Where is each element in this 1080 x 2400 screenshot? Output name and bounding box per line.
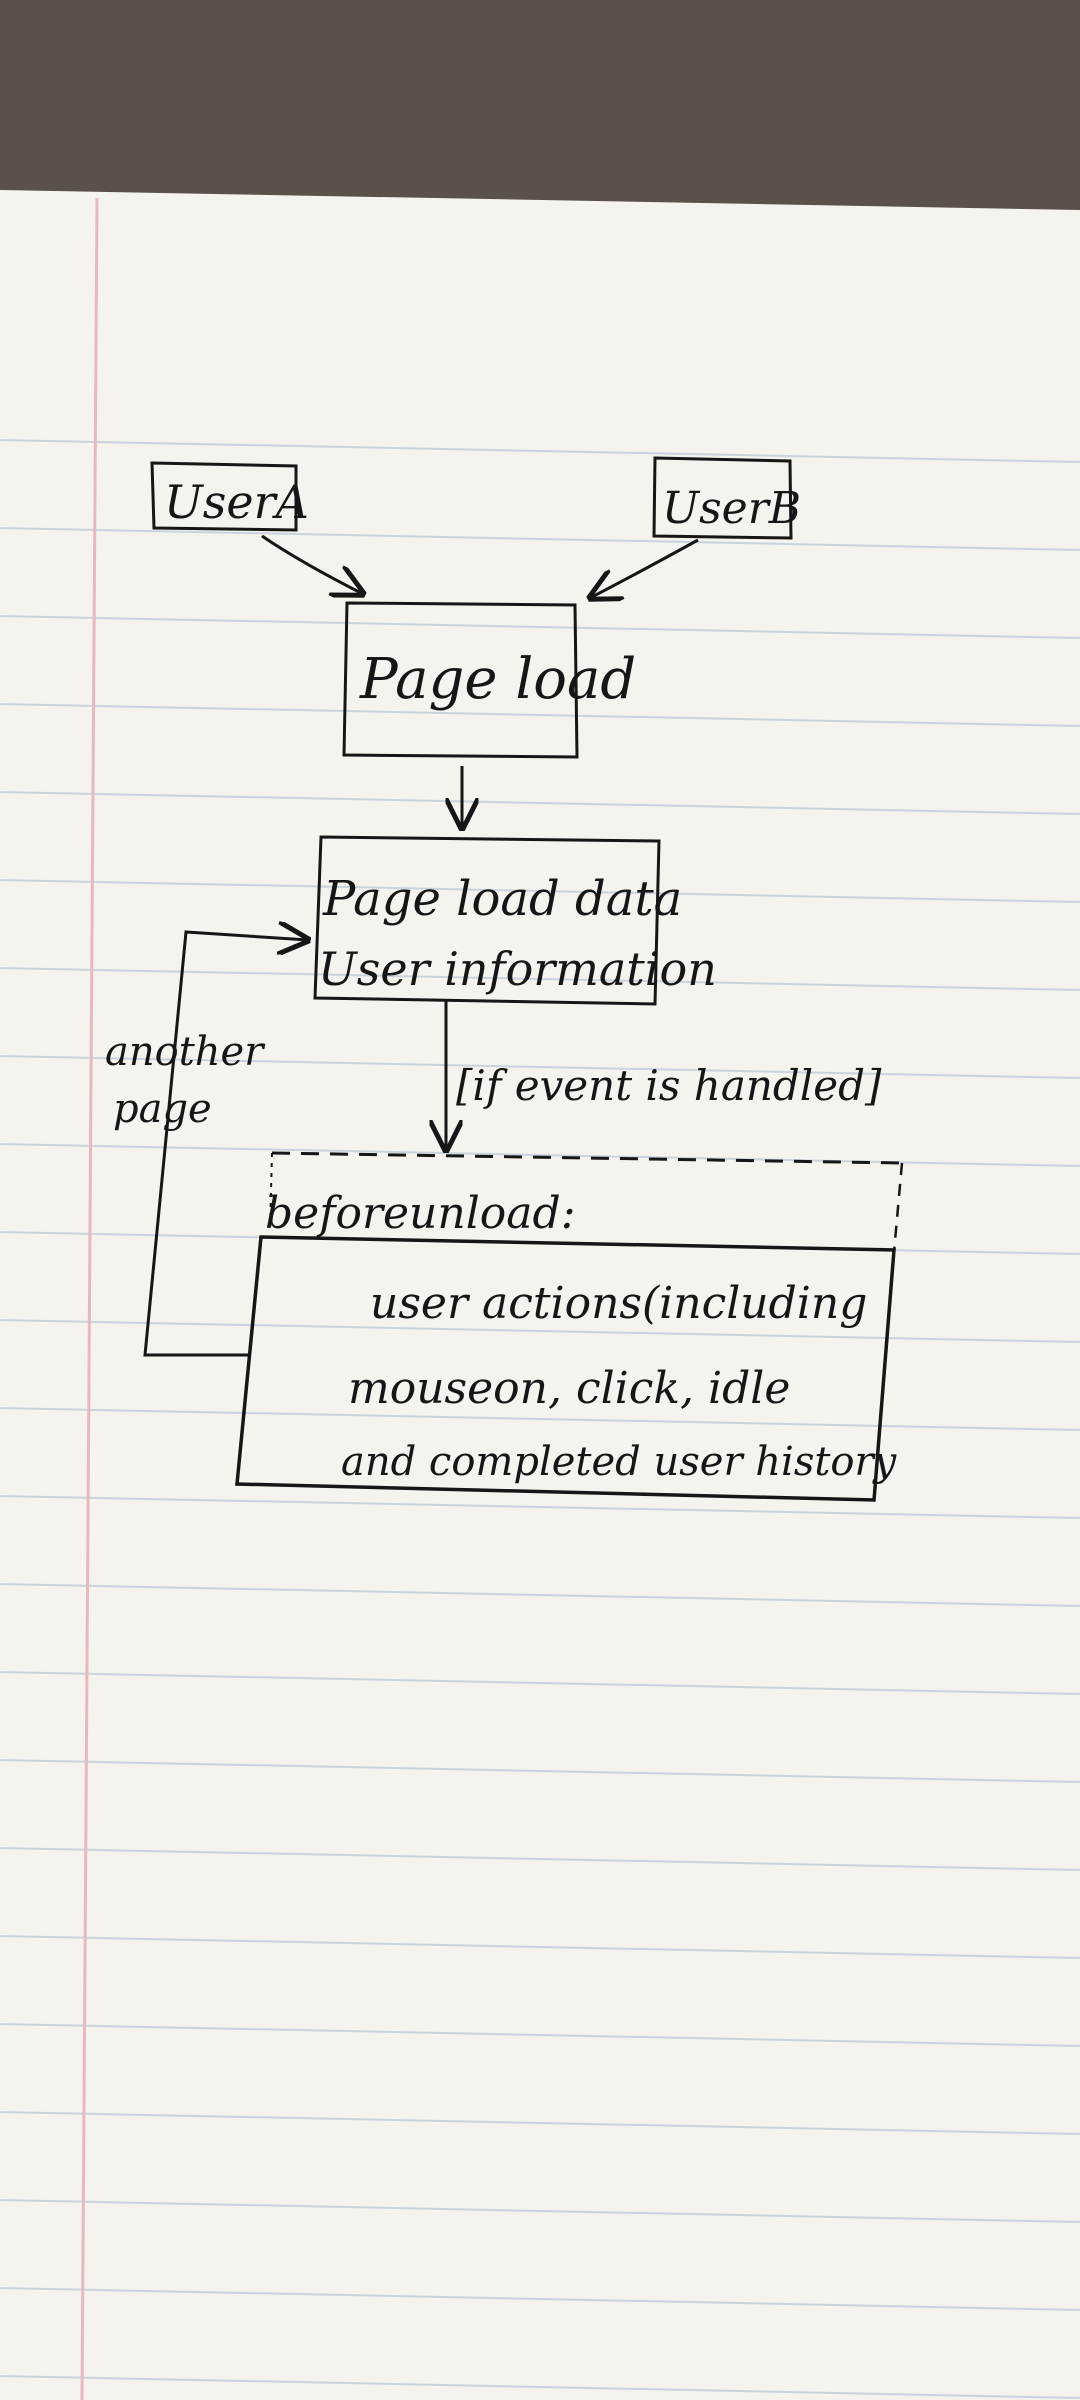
ruled-line [0, 2287, 1080, 2311]
user-actions-node: user actions(including mouseon, click, i… [235, 1235, 898, 1502]
notebook-paper [0, 190, 1080, 2400]
ruled-line [0, 1583, 1080, 1607]
paper-ruled-lines [0, 439, 1080, 2399]
page-load-label: Page load [359, 647, 636, 712]
ruled-line [0, 1759, 1080, 1783]
user-a-node: UserA [150, 461, 309, 532]
ruled-line [0, 2111, 1080, 2135]
beforeunload-label: beforeunload: [265, 1188, 576, 1239]
ruled-line [0, 439, 1080, 463]
another-page-label-line-2: page [113, 1086, 212, 1132]
page-load-data-label: Page load data [322, 871, 682, 927]
user-actions-line-1: user actions(including [370, 1278, 867, 1329]
user-information-label: User information [318, 942, 717, 996]
user-b-node: UserB [652, 456, 801, 540]
ruled-line [0, 1407, 1080, 1431]
page-load-data-node: Page load data User information [313, 835, 717, 1006]
ruled-line [0, 527, 1080, 551]
user-a-label: UserA [164, 475, 309, 529]
ruled-line [0, 1935, 1080, 1959]
beforeunload-node: beforeunload: [265, 1151, 904, 1253]
ruled-line [0, 879, 1080, 903]
guard-condition-label: [if event is handled] [456, 1061, 882, 1110]
another-page-loop-arrow [143, 932, 308, 1357]
ruled-line [0, 1055, 1080, 1079]
ruled-line [0, 1671, 1080, 1695]
ruled-line [0, 967, 1080, 991]
paper-margin-line [80, 197, 99, 2400]
ruled-line [0, 2199, 1080, 2223]
ruled-line [0, 615, 1080, 639]
user-b-label: UserB [662, 483, 801, 534]
page-load-node: Page load [342, 601, 636, 759]
ruled-line [0, 1143, 1080, 1167]
user-actions-line-3: and completed user history [341, 1439, 898, 1485]
user-a-to-page-load-arrow [261, 534, 363, 594]
ruled-line [0, 791, 1080, 815]
ruled-line [0, 1847, 1080, 1871]
user-b-to-page-load-arrow [590, 538, 699, 598]
ruled-line [0, 2375, 1080, 2399]
another-page-label-line-1: another [105, 1029, 266, 1075]
ruled-line [0, 2023, 1080, 2047]
ruled-line [0, 1495, 1080, 1519]
ruled-line [0, 1319, 1080, 1343]
ruled-line [0, 703, 1080, 727]
user-actions-line-2: mouseon, click, idle [348, 1363, 790, 1414]
